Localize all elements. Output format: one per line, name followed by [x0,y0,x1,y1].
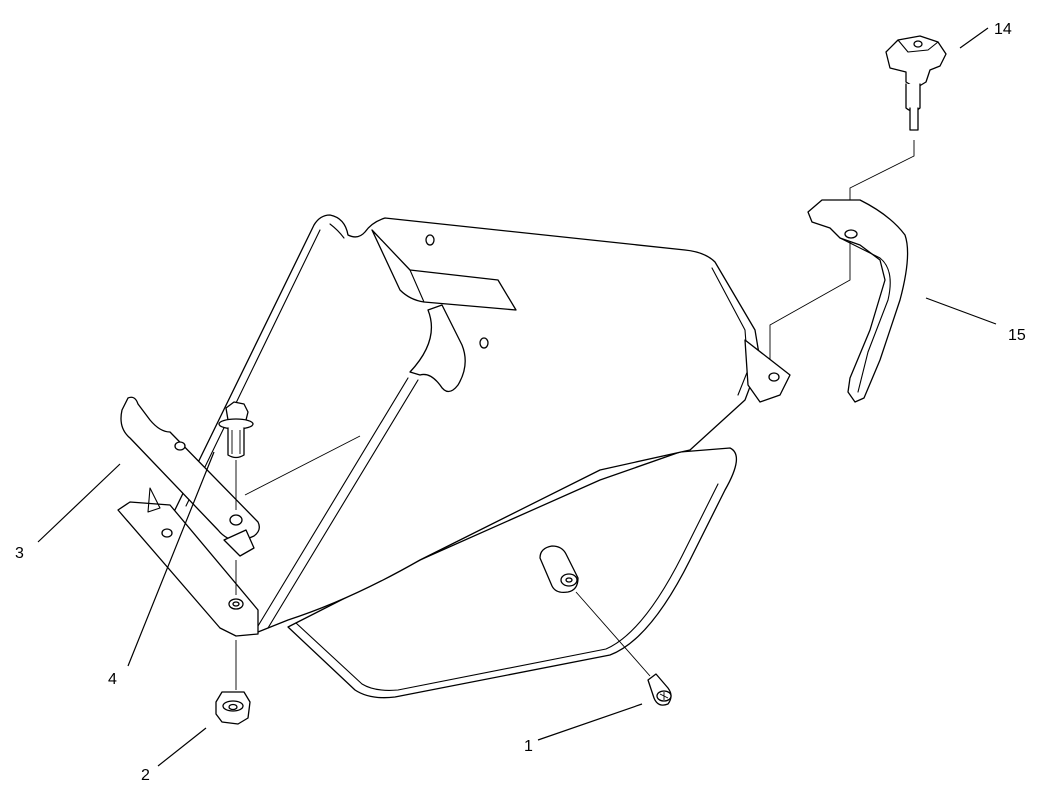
callout-3: 3 [15,545,24,562]
leader-line-4 [127,451,215,667]
leader-line-2 [157,727,207,767]
callout-4: 4 [108,671,117,688]
spacer [539,545,579,594]
callout-15: 15 [1008,327,1026,344]
leader-lines [37,27,997,767]
deflector-plate [169,214,791,699]
callout-1: 1 [524,738,533,755]
callout-2: 2 [141,767,150,784]
bolt-part-4 [218,401,254,595]
leader-line-1 [537,703,643,741]
nut-part-2 [215,640,251,725]
callout-14: 14 [994,21,1012,38]
handle-part-15 [807,199,909,403]
leader-line-3 [37,463,121,543]
leader-line-14 [959,27,989,49]
base-flange [117,487,259,637]
knob-part-14 [769,35,947,360]
leader-line-15 [925,297,997,325]
screw-part-1 [575,591,672,706]
bracket-part-3 [120,396,260,557]
